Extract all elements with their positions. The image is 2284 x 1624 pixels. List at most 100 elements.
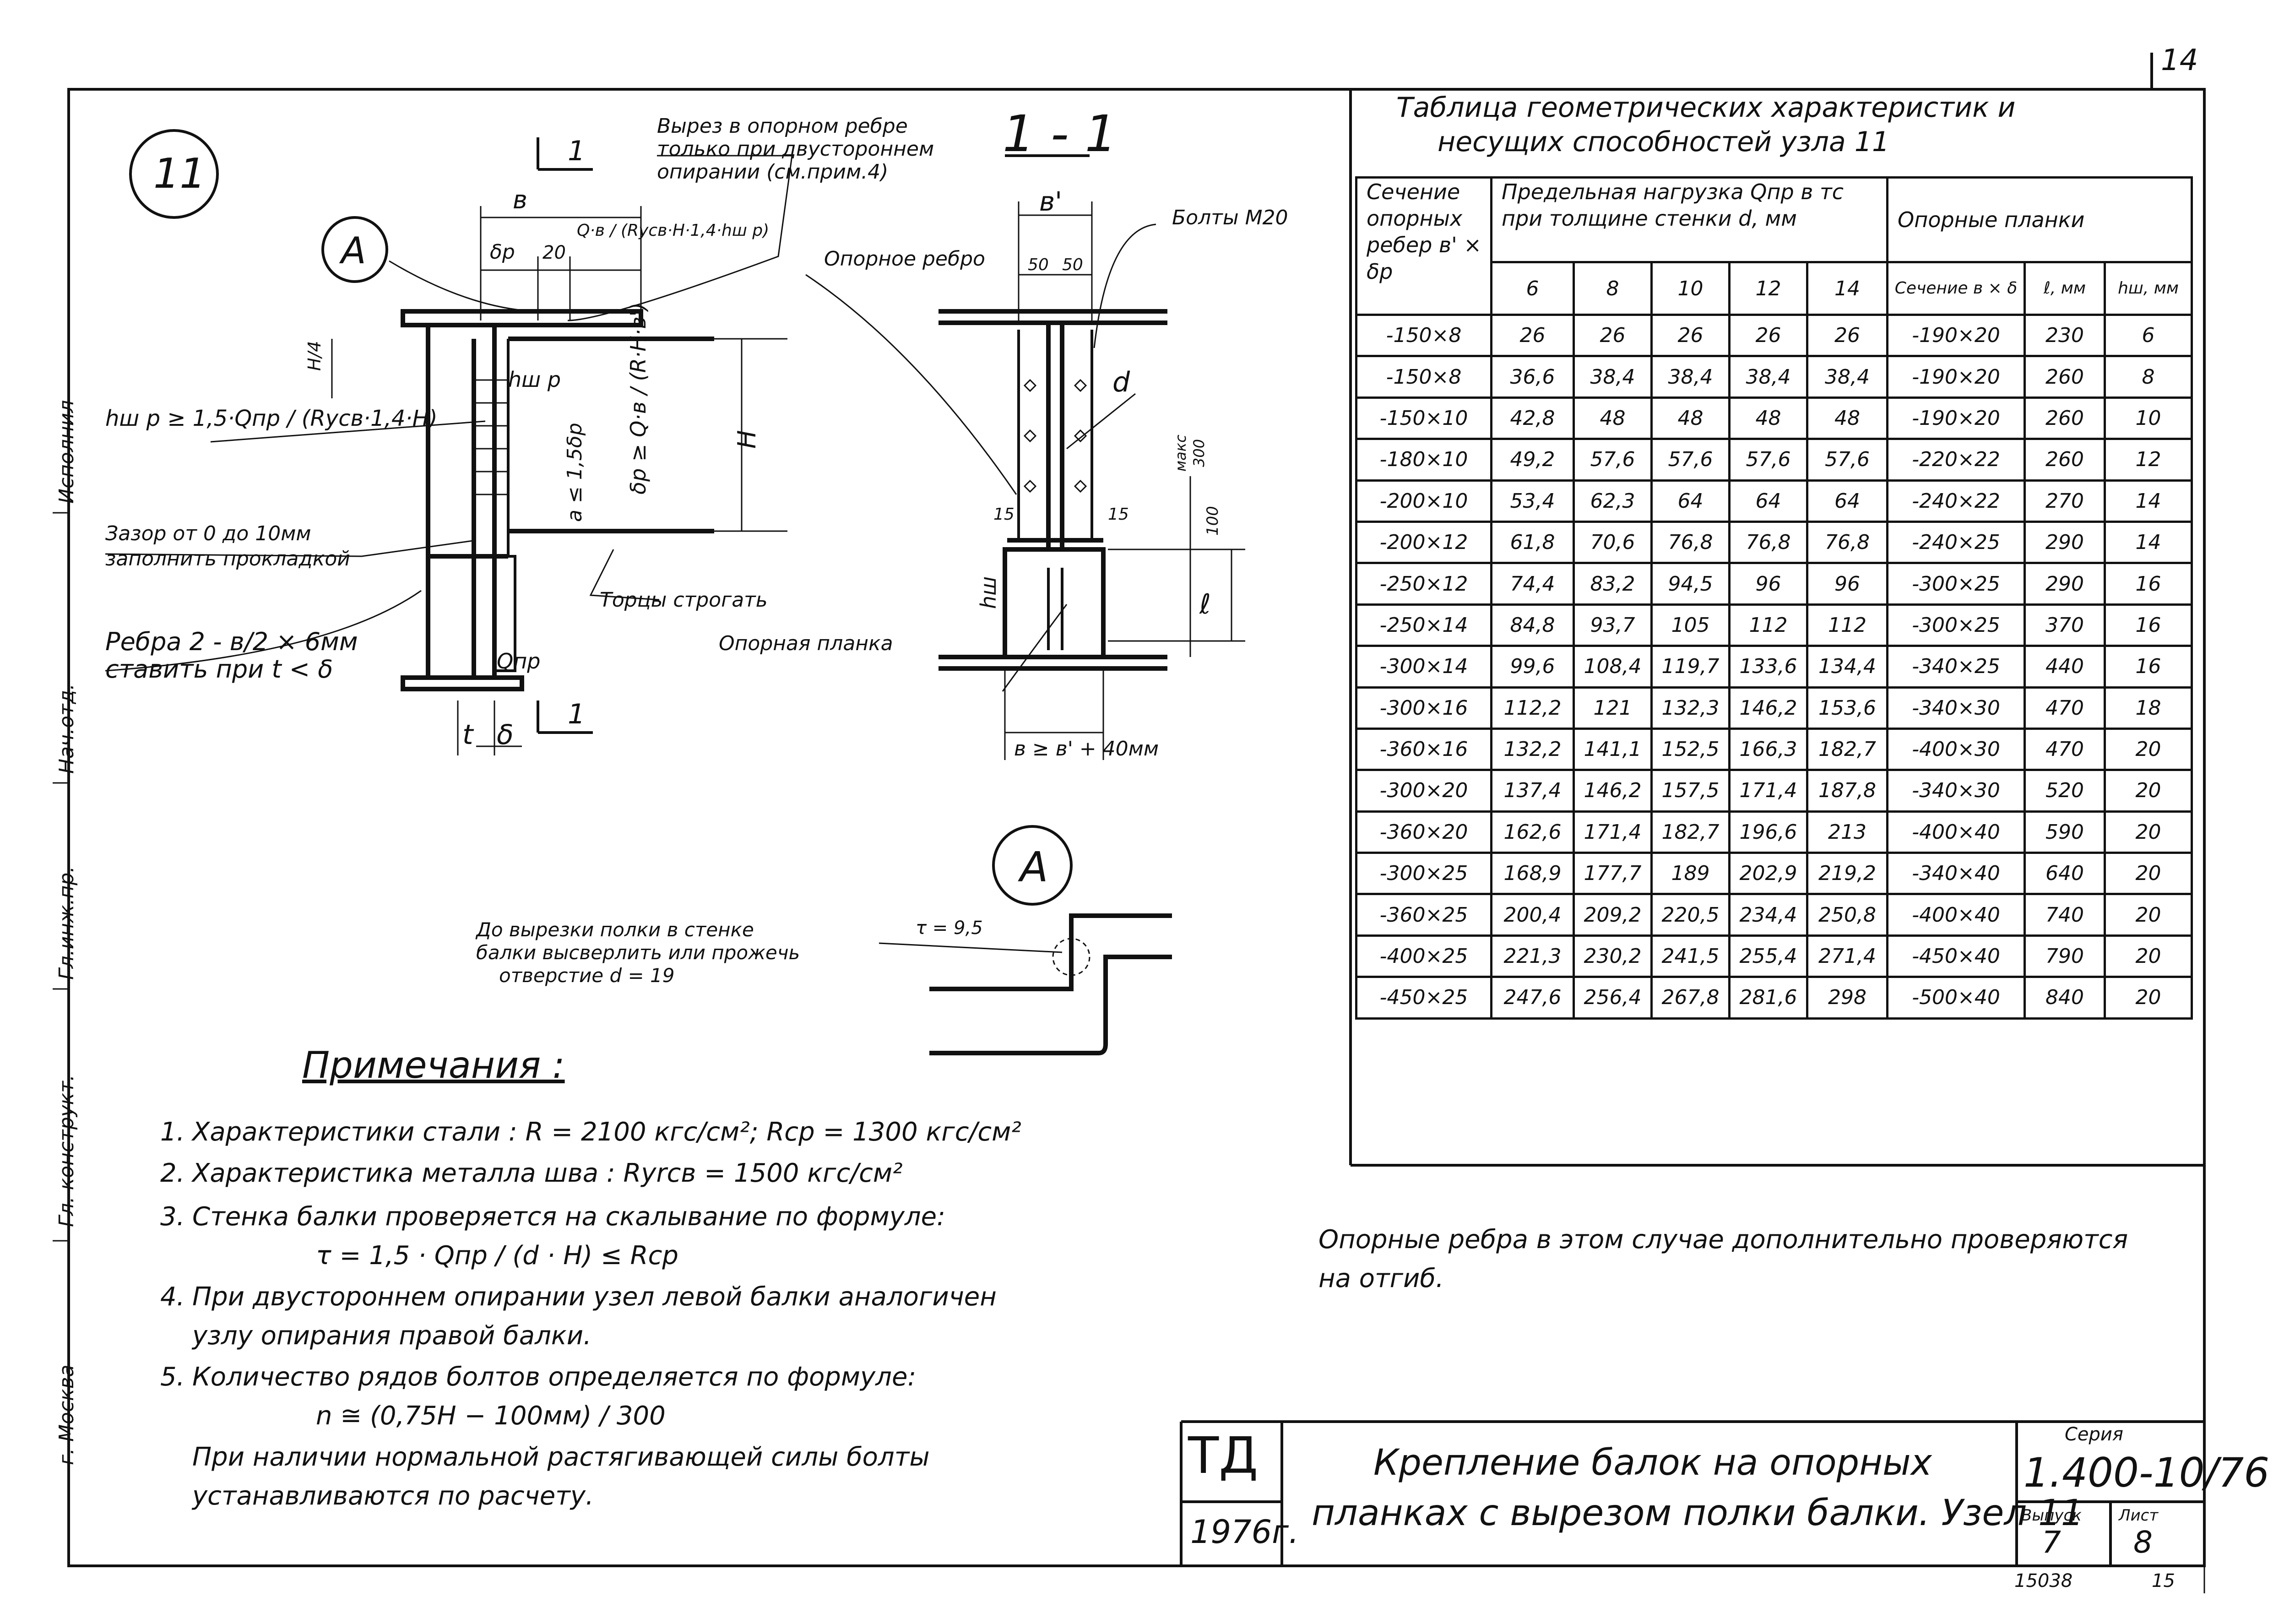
table-cell: 53,4 (1490, 479, 1575, 523)
table-cell: 470 (2024, 727, 2106, 771)
table-cell: 740 (2024, 893, 2106, 937)
table-cell: 84,8 (1490, 603, 1575, 647)
table-cell: 153,6 (1806, 686, 1889, 730)
table-cell: 20 (2104, 727, 2193, 771)
table-cell: 640 (2024, 852, 2106, 896)
table-cell: 96 (1728, 562, 1808, 606)
table-cell: 187,8 (1806, 769, 1889, 813)
callout-gap-2: заполнить прокладкой (105, 547, 350, 570)
table-cell: 61,8 (1490, 520, 1575, 565)
table-cell: -150×8 (1355, 355, 1492, 399)
dim-b-prime: в' (1039, 186, 1062, 217)
formula-hw-left: hш р ≥ 1,5·Qпр / (Ryсв·1,4·H) (105, 406, 438, 431)
table-cell: -300×25 (1886, 603, 2026, 647)
table-cell: 64 (1728, 479, 1808, 523)
section-linework (939, 154, 1245, 760)
table-cell: 76,8 (1806, 520, 1889, 565)
table-cell: 20 (2104, 810, 2193, 854)
table-cell: 230,2 (1573, 934, 1653, 978)
footer-code: 15038 (2014, 1570, 2073, 1591)
table-cell: 76,8 (1650, 520, 1731, 565)
table-cell: 290 (2024, 562, 2106, 606)
table-cell: 133,6 (1728, 645, 1808, 689)
table-cell: 247,6 (1490, 976, 1575, 1020)
margin-city: г. Москва (55, 1364, 78, 1465)
table-cell: 112 (1806, 603, 1889, 647)
table-cell: 370 (2024, 603, 2106, 647)
table-cell: 20 (2104, 893, 2193, 937)
table-cell: 48 (1573, 396, 1653, 440)
table-cell: 16 (2104, 603, 2193, 647)
callout-plate: Опорная планка (719, 632, 893, 655)
table-cell: 10 (2104, 396, 2193, 440)
callout-a-detail-label: А (1018, 843, 1048, 891)
page-number: 14 (2161, 43, 2198, 77)
main-detail-linework (105, 137, 1017, 755)
plate-length-header: ℓ, мм (2024, 261, 2106, 316)
table-cell: 209,2 (1573, 893, 1653, 937)
table-cell: 38,4 (1728, 355, 1808, 399)
table-cell: 20 (2104, 852, 2193, 896)
thickness-header: 6 (1490, 261, 1575, 316)
dim-d: d (1112, 366, 1130, 398)
table-cell: -300×20 (1355, 769, 1492, 813)
dim-hw: hш (976, 576, 1001, 609)
sheet-value: 8 (2133, 1525, 2153, 1560)
section-marker-top: 1 (568, 135, 585, 167)
table-cell: 132,3 (1650, 686, 1731, 730)
callout-bolts: Болты М20 (1172, 206, 1288, 229)
table-cell: 93,7 (1573, 603, 1653, 647)
table-cell: -300×25 (1355, 852, 1492, 896)
table-cell: 790 (2024, 934, 2106, 978)
table-cell: 168,9 (1490, 852, 1575, 896)
margin-chief-engineer: Гл.инж.пр. (55, 866, 78, 980)
table-title-line-2: несущих способностей узла 11 (1438, 126, 1890, 158)
table-cell: 64 (1806, 479, 1889, 523)
callout-cutout-1: Вырез в опорном ребре (657, 114, 908, 138)
table-cell: 146,2 (1728, 686, 1808, 730)
note-item: 4.При двустороннем опирании узел левой б… (160, 1282, 997, 1312)
table-cell: 48 (1806, 396, 1889, 440)
formula-delta-p: δр ≥ Q·в / (R·H·в') (626, 303, 651, 494)
dim-hw-p: hш р (508, 367, 561, 392)
table-cell: -360×20 (1355, 810, 1492, 854)
note-item: 2.Характеристика металла шва : Ryrсв = 1… (160, 1158, 903, 1188)
dim-b: в (513, 185, 527, 214)
table-cell: 26 (1490, 313, 1575, 358)
issue-value: 7 (2042, 1525, 2061, 1560)
table-cell: -150×8 (1355, 313, 1492, 358)
table-cell: -150×10 (1355, 396, 1492, 440)
table-cell: 26 (1806, 313, 1889, 358)
table-cell: 94,5 (1650, 562, 1731, 606)
table-cell: 220,5 (1650, 893, 1731, 937)
table-cell: 166,3 (1728, 727, 1808, 771)
table-cell: 38,4 (1573, 355, 1653, 399)
table-cell: 16 (2104, 562, 2193, 606)
table-cell: -400×25 (1355, 934, 1492, 978)
table-cell: 12 (2104, 438, 2193, 482)
table-cell: 141,1 (1573, 727, 1653, 771)
dim-Qnp: Qпр (497, 649, 540, 673)
note-item: 3.Стенка балки проверяется на скалывание… (160, 1202, 945, 1232)
table-cell: 157,5 (1650, 769, 1731, 813)
table-cell: -250×12 (1355, 562, 1492, 606)
table-cell: 590 (2024, 810, 2106, 854)
dim-l: ℓ (1199, 588, 1211, 620)
dim-H4: Н/4 (304, 341, 325, 371)
table-cell: 18 (2104, 686, 2193, 730)
dim-300: 300 (1190, 439, 1208, 467)
table-cell: -340×40 (1886, 852, 2026, 896)
table-cell: 255,4 (1728, 934, 1808, 978)
table-cell: -340×30 (1886, 686, 2026, 730)
table-cell: 20 (2104, 934, 2193, 978)
table-cell: -340×30 (1886, 769, 2026, 813)
col-section-header: Сечение опорных ребер в' × δр (1355, 176, 1492, 316)
plate-weld-header: hш, мм (2104, 261, 2193, 316)
